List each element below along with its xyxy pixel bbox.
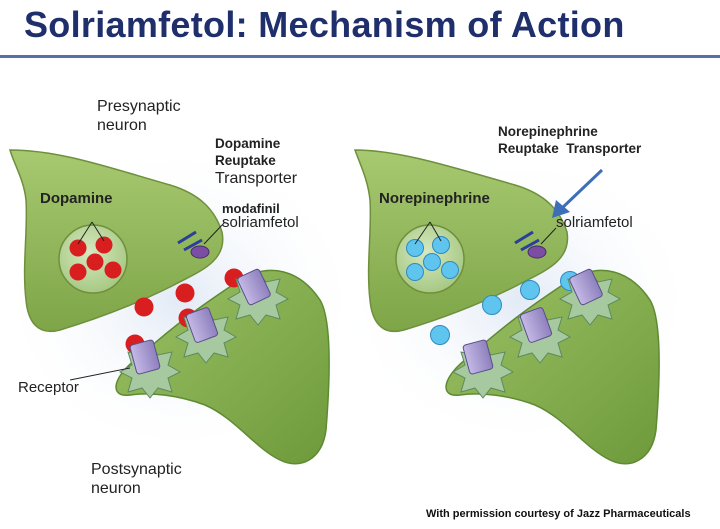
dopamine-reuptake-label-line1: Dopamine — [215, 136, 281, 151]
dopamine-molecule — [134, 297, 154, 317]
dopamine-reuptake-label-line2: Reuptake — [215, 153, 276, 168]
dopamine-molecule — [104, 261, 122, 279]
receptor-left-3 — [226, 268, 290, 326]
receptor-right-3 — [558, 268, 622, 326]
norepinephrine-reuptake-label-line1: Norepinephrine — [498, 124, 598, 139]
title-divider — [0, 55, 720, 58]
solriamfetol-label-right: solriamfetol — [556, 214, 633, 231]
norepinephrine-molecule — [406, 239, 424, 257]
dopamine-label: Dopamine — [40, 190, 113, 207]
receptor-left-2 — [174, 307, 238, 364]
dopamine-molecule — [95, 236, 113, 254]
receptor-left-1 — [118, 339, 182, 399]
dopamine-molecule — [86, 253, 104, 271]
norepinephrine-molecule — [441, 261, 459, 279]
norepinephrine-cluster — [406, 236, 459, 281]
dopamine-transporter — [177, 221, 226, 259]
released-norepinephrine — [430, 271, 580, 345]
receptor-label: Receptor — [18, 379, 79, 396]
page-title: Solriamfetol: Mechanism of Action — [24, 4, 625, 45]
receptor-right-1 — [451, 339, 515, 399]
norepinephrine-transporter — [514, 227, 557, 259]
dopamine-pointer-lines — [77, 221, 105, 245]
norepinephrine-molecule — [406, 263, 424, 281]
transporter-arrow — [552, 168, 604, 218]
credit-line: With permission courtesy of Jazz Pharmac… — [426, 508, 691, 520]
dopamine-molecule — [69, 239, 87, 257]
norepinephrine-reuptake-label-line2: Reuptake Transporter — [498, 141, 642, 156]
norepinephrine-molecule — [520, 280, 540, 300]
dopamine-cluster — [69, 236, 122, 281]
postsynaptic-label: Postsynaptic neuron — [91, 461, 182, 497]
dopamine-molecule — [175, 283, 195, 303]
dopamine-reuptake-label-line3: Transporter — [215, 170, 298, 187]
norepinephrine-pointer-lines — [414, 221, 442, 245]
norepinephrine-molecule — [430, 325, 450, 345]
receptor-right-2 — [508, 307, 572, 364]
solriamfetol-label-left: solriamfetol — [222, 214, 299, 231]
dopamine-molecule — [69, 263, 87, 281]
norepinephrine-molecule — [482, 295, 502, 315]
norepinephrine-molecule — [423, 253, 441, 271]
norepinephrine-molecule — [432, 236, 450, 254]
presynaptic-label: Presynaptic neuron — [97, 98, 181, 134]
receptor-pointer-line — [69, 367, 131, 381]
modafinil-label: modafinil — [222, 201, 280, 216]
norepinephrine-label: Norepinephrine — [379, 190, 490, 207]
